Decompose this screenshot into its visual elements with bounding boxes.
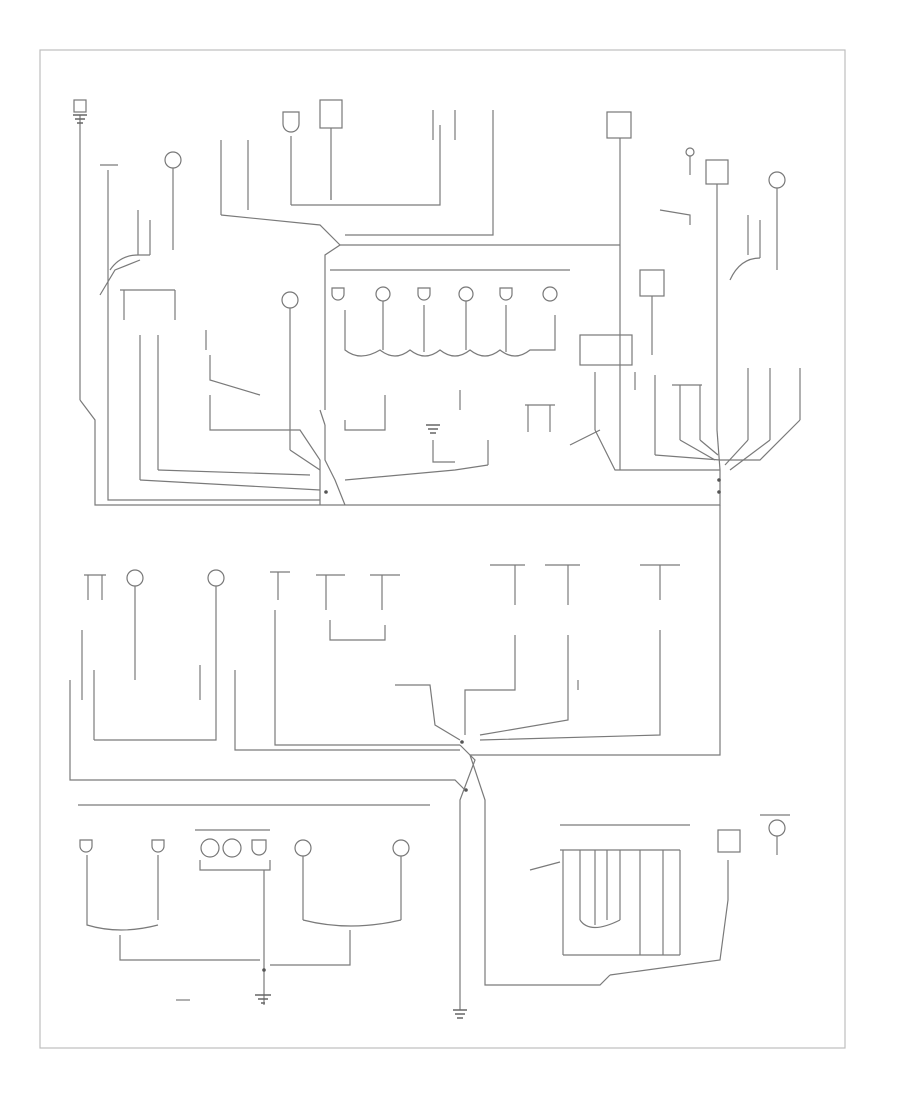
junction-center <box>459 740 611 1010</box>
lamp-left-top <box>109 151 182 271</box>
modules-mid-center <box>274 574 461 746</box>
module-bottom-right <box>529 814 790 976</box>
module-right-mid <box>569 269 801 461</box>
modules-mid-right <box>464 564 680 741</box>
module-left-mid <box>120 289 299 480</box>
module-top-center-left <box>220 99 441 410</box>
lamp-cluster-center <box>330 269 570 357</box>
main-harness-bus <box>79 245 771 756</box>
lamp-mid-left <box>84 569 290 680</box>
connectors-top-center <box>345 110 494 236</box>
connectors-mid <box>69 630 466 791</box>
lamps-bottom-left <box>79 829 271 1005</box>
harness-center-components <box>319 390 555 465</box>
diagram-frame <box>39 49 846 1049</box>
lamps-bottom-center <box>176 839 410 1004</box>
connector-left-1 <box>100 164 118 295</box>
left-ground-symbol <box>73 99 87 400</box>
middle-section <box>69 564 680 1010</box>
module-top-right <box>340 111 786 430</box>
bottom-section <box>78 804 790 1019</box>
top-section <box>73 99 801 756</box>
ground-bottom-center <box>453 1009 467 1019</box>
